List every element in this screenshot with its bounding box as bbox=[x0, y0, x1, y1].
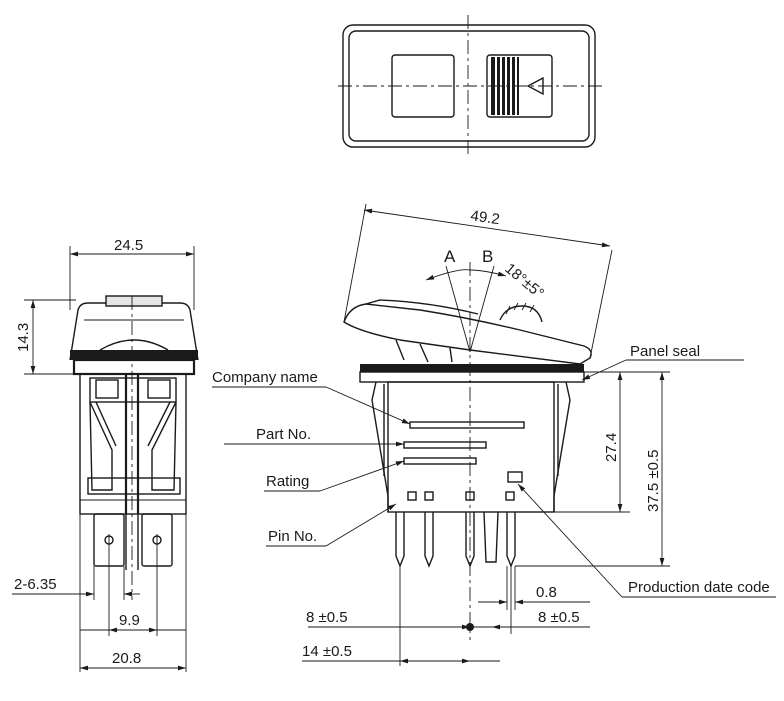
dim-offset-right: 8 ±0.5 bbox=[538, 609, 580, 626]
callout-panel-seal: Panel seal bbox=[630, 343, 700, 360]
dim-top-width: 24.5 bbox=[114, 237, 143, 254]
dim-height-total: 37.5 ±0.5 bbox=[645, 450, 662, 512]
angle-label-b: B bbox=[482, 247, 493, 266]
callout-pin-no: Pin No. bbox=[268, 528, 317, 545]
callout-production-date-code: Production date code bbox=[628, 579, 770, 596]
dim-terminal-width: 2-6.35 bbox=[14, 576, 57, 593]
dim-offset-left: 8 ±0.5 bbox=[306, 609, 348, 626]
callout-rating: Rating bbox=[266, 473, 309, 490]
top-view bbox=[338, 15, 605, 157]
callout-part-no: Part No. bbox=[256, 426, 311, 443]
dim-pin-span: 14 ±0.5 bbox=[302, 643, 352, 660]
dim-length: 49.2 bbox=[469, 207, 500, 228]
side-view bbox=[69, 295, 199, 600]
dim-bottom-width: 20.8 bbox=[112, 650, 141, 667]
angle-label-a: A bbox=[444, 247, 456, 266]
front-view-dimensions: 49.2 A B 18°±5° 27.4 37.5 ±0.5 0.8 8 ±0.… bbox=[302, 203, 670, 666]
dim-pitch-inner: 9.9 bbox=[119, 612, 140, 629]
angle-value: 18°±5° bbox=[501, 260, 547, 302]
side-view-dimensions: 24.5 14.3 2-6.35 9.9 20.8 bbox=[12, 237, 195, 672]
dim-height-inner: 27.4 bbox=[603, 433, 620, 462]
callout-company-name: Company name bbox=[212, 369, 318, 386]
front-view bbox=[343, 262, 592, 640]
dim-pin-width: 0.8 bbox=[536, 584, 557, 601]
callouts: Panel seal Company name Part No. Rating … bbox=[212, 343, 776, 598]
dim-top-height: 14.3 bbox=[15, 323, 32, 352]
